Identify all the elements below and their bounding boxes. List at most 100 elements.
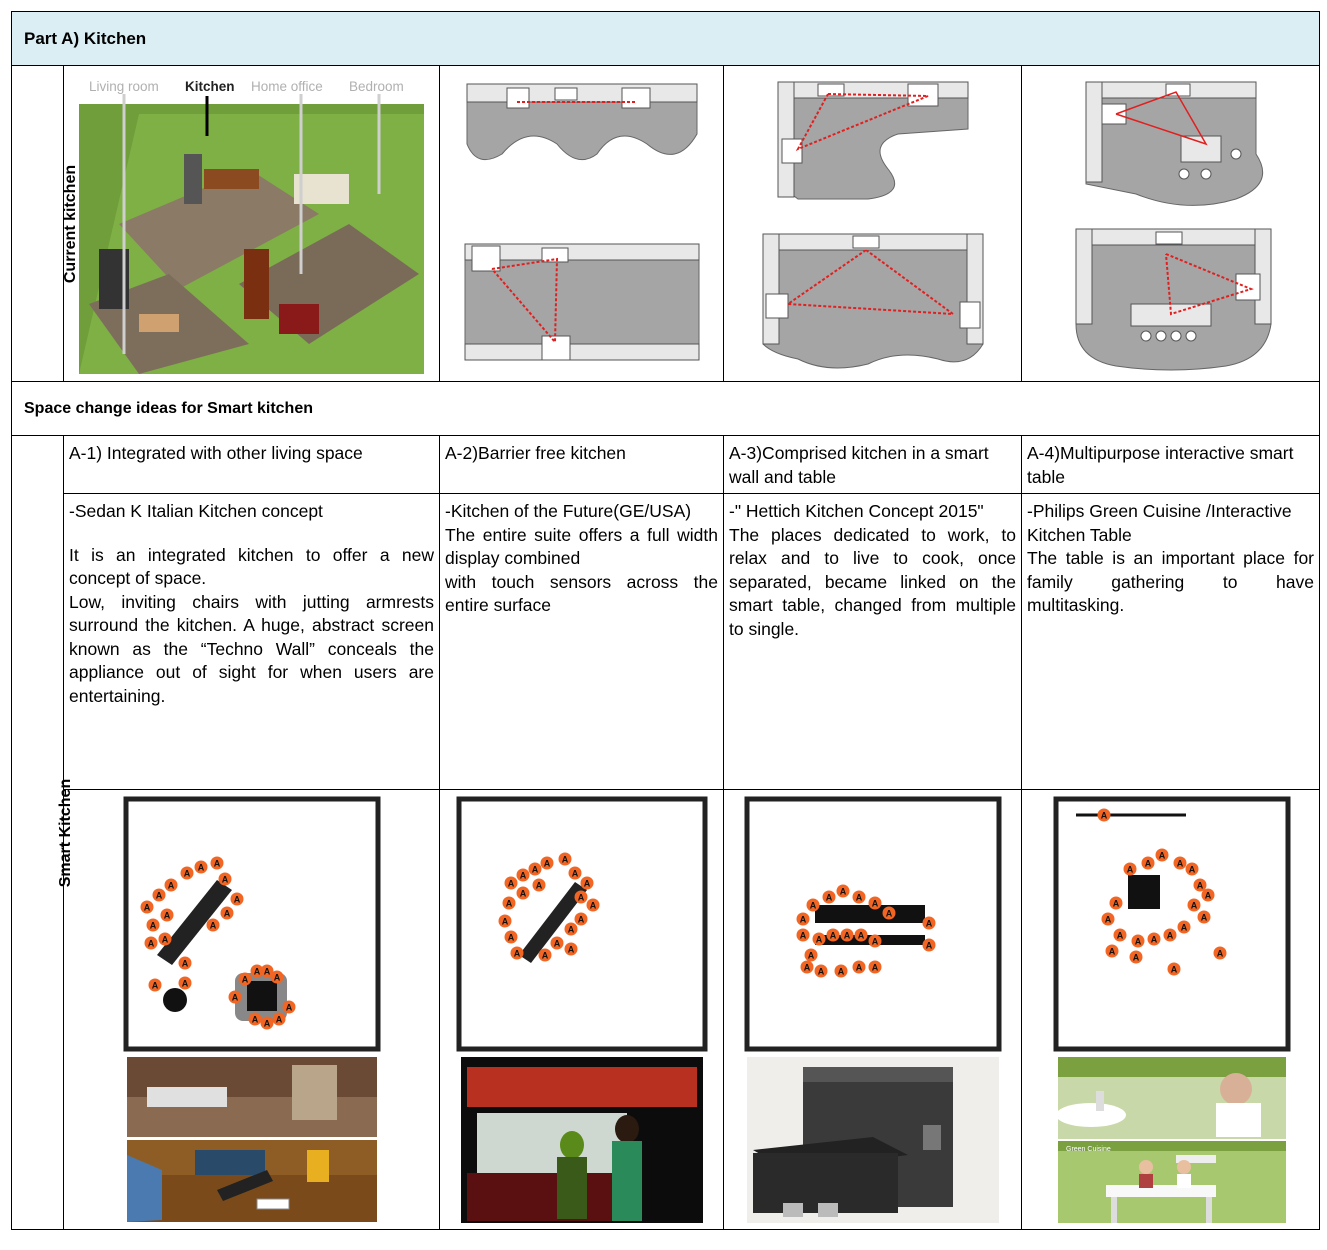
person-marker xyxy=(516,868,529,881)
person-marker-letter: A xyxy=(1200,912,1207,922)
person-marker-letter: A xyxy=(589,900,596,910)
person-marker-letter: A xyxy=(1104,914,1111,924)
person-marker xyxy=(826,928,839,941)
person-marker xyxy=(510,946,523,959)
person-marker xyxy=(800,960,813,973)
person-marker-letter: A xyxy=(501,916,508,926)
person-marker xyxy=(550,936,563,949)
person-marker-letter: A xyxy=(583,878,590,888)
person-marker-letter: A xyxy=(1100,810,1107,820)
floor-plan-island xyxy=(1075,81,1271,370)
person-marker-letter: A xyxy=(1112,898,1119,908)
section-title: Space change ideas for Smart kitchen xyxy=(10,381,1321,436)
person-marker xyxy=(882,906,895,919)
plan-cell-3 xyxy=(1020,65,1321,382)
idea-title-2: A-2)Barrier free kitchen xyxy=(439,435,724,494)
person-marker-letter: A xyxy=(577,892,584,902)
person-marker-letter: A xyxy=(507,878,514,888)
person-marker xyxy=(270,970,283,983)
plan-cell-1 xyxy=(439,65,724,382)
person-marker-letter: A xyxy=(253,966,260,976)
floor-plan-l-shape xyxy=(762,81,983,368)
person-marker-letter: A xyxy=(1132,952,1139,962)
person-marker-letter: A xyxy=(885,908,892,918)
person-marker xyxy=(1173,856,1186,869)
person-marker-letter: A xyxy=(825,892,832,902)
person-marker-letter: A xyxy=(221,874,228,884)
person-marker-letter: A xyxy=(553,938,560,948)
person-marker xyxy=(248,1012,261,1025)
person-marker xyxy=(1141,856,1154,869)
idea-body-2: The entire suite offers a full width dis… xyxy=(445,524,718,616)
floor-plan-galley xyxy=(464,83,699,360)
person-marker xyxy=(868,934,881,947)
person-marker-letter: A xyxy=(541,950,548,960)
person-marker xyxy=(568,866,581,879)
person-marker xyxy=(1193,878,1206,891)
person-marker-letter: A xyxy=(803,962,810,972)
person-marker xyxy=(852,890,865,903)
photo-caption-green-cuisine: Green Cuisine xyxy=(1066,1146,1111,1153)
person-marker-letter: A xyxy=(857,930,864,940)
person-marker xyxy=(502,896,515,909)
person-marker-letter: A xyxy=(143,902,150,912)
person-marker-letter: A xyxy=(1190,900,1197,910)
idea-desc-3: -" Hettich Kitchen Concept 2015" The pla… xyxy=(723,493,1022,790)
person-marker xyxy=(144,936,157,949)
person-marker xyxy=(504,876,517,889)
idea-heading-3: -" Hettich Kitchen Concept 2015" xyxy=(729,501,984,521)
person-marker-letter: A xyxy=(1144,858,1151,868)
idea-heading-4: -Philips Green Cuisine /Interactive Kitc… xyxy=(1027,501,1292,545)
person-marker xyxy=(148,978,161,991)
person-marker xyxy=(1185,862,1198,875)
person-marker-letter: A xyxy=(1188,864,1195,874)
person-marker xyxy=(498,914,511,927)
person-marker xyxy=(538,948,551,961)
smart-kitchen-label: Smart Kitchen xyxy=(57,778,75,887)
person-marker-letter: A xyxy=(241,974,248,984)
person-marker-letter: A xyxy=(843,930,850,940)
person-marker-letter: A xyxy=(519,870,526,880)
person-marker xyxy=(840,928,853,941)
person-marker xyxy=(868,896,881,909)
person-marker-letter: A xyxy=(829,930,836,940)
person-marker-letter: A xyxy=(1166,930,1173,940)
person-marker xyxy=(1187,898,1200,911)
idea-desc-4: -Philips Green Cuisine /Interactive Kitc… xyxy=(1020,493,1321,790)
person-marker-letter: A xyxy=(1204,890,1211,900)
person-marker xyxy=(272,1012,285,1025)
person-marker xyxy=(1105,944,1118,957)
person-marker xyxy=(1129,950,1142,963)
person-marker-letter: A xyxy=(519,888,526,898)
person-marker xyxy=(532,878,545,891)
idea-title-4: A-4)Multipurpose interactive smart table xyxy=(1020,435,1321,494)
person-marker xyxy=(586,898,599,911)
person-marker-letter: A xyxy=(799,914,806,924)
person-marker xyxy=(574,890,587,903)
person-marker xyxy=(852,960,865,973)
person-marker-letter: A xyxy=(1180,922,1187,932)
person-marker-letter: A xyxy=(1176,858,1183,868)
idea-heading-2: -Kitchen of the Future(GE/USA) xyxy=(445,501,692,521)
idea-desc-1: -Sedan K Italian Kitchen concept It is a… xyxy=(63,493,440,790)
person-marker-letter: A xyxy=(1170,964,1177,974)
person-marker xyxy=(1131,934,1144,947)
person-marker xyxy=(868,960,881,973)
person-marker-letter: A xyxy=(197,862,204,872)
person-marker xyxy=(516,886,529,899)
person-marker xyxy=(1197,910,1210,923)
person-marker-letter: A xyxy=(155,890,162,900)
person-marker-letter: A xyxy=(817,966,824,976)
person-marker xyxy=(1147,932,1160,945)
person-marker xyxy=(140,900,153,913)
document: Part A) Kitchen Current kitchen xyxy=(10,11,1321,1239)
